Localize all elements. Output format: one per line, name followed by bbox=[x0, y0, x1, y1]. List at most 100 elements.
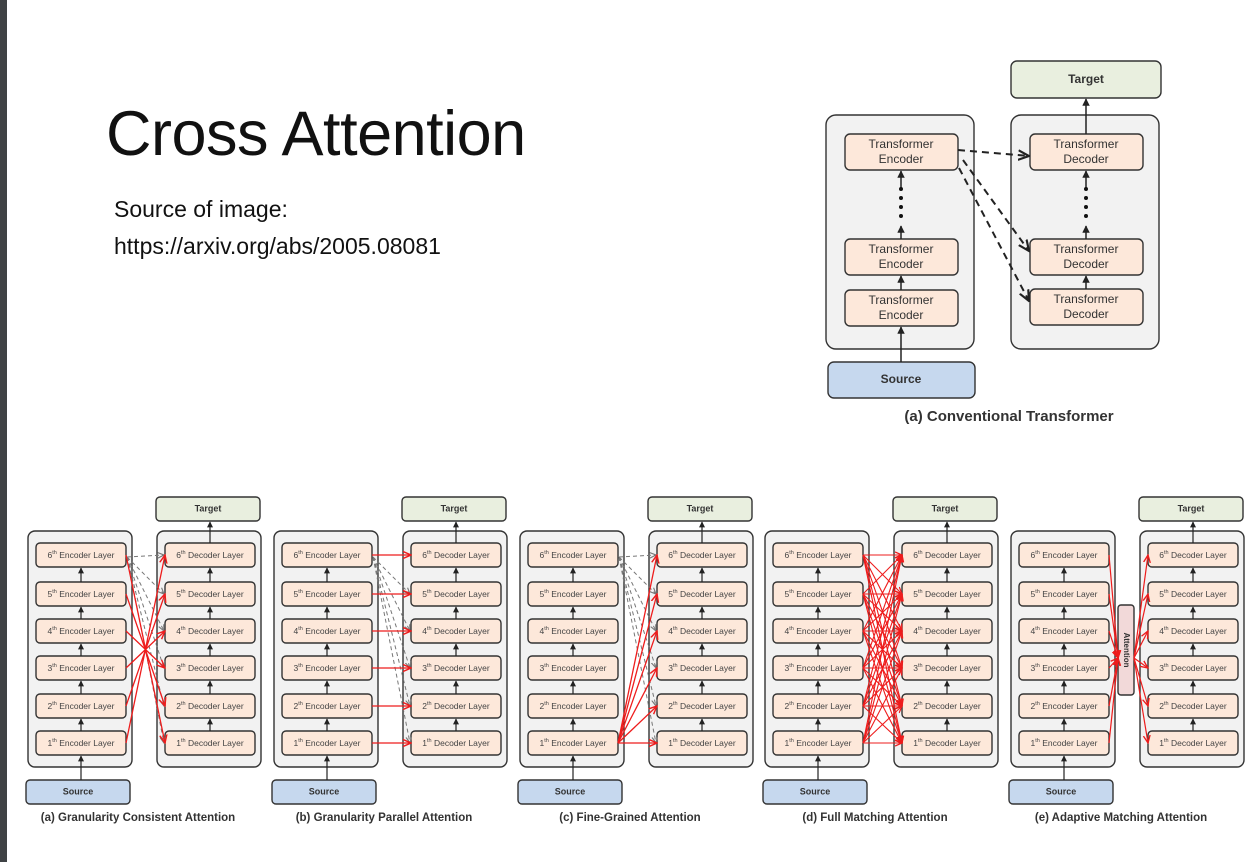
layer-ordinal-suffix: th bbox=[1164, 738, 1169, 744]
layer-number: 5 bbox=[48, 589, 53, 599]
layer-ordinal-suffix: th bbox=[789, 626, 794, 632]
encoder-layer-label: 4th Encoder Layer bbox=[1031, 626, 1098, 636]
layer-ordinal-suffix: th bbox=[427, 589, 432, 595]
layer-ordinal-suffix: th bbox=[298, 738, 303, 744]
cross-attention-dashed-arrow bbox=[962, 159, 1029, 251]
layer-number: 3 bbox=[785, 663, 790, 673]
encoder-layer-label: 4th Encoder Layer bbox=[785, 626, 852, 636]
layer-name: Encoder Layer bbox=[794, 663, 852, 673]
decoder-block-label-line2: Decoder bbox=[1063, 307, 1108, 321]
encoder-layer-label: 5th Encoder Layer bbox=[540, 589, 607, 599]
layer-ordinal-suffix: th bbox=[918, 550, 923, 556]
layer-number: 1 bbox=[1031, 738, 1036, 748]
encoder-layer-label: 3th Encoder Layer bbox=[1031, 663, 1098, 673]
layer-number: 4 bbox=[176, 626, 181, 636]
layer-name: Encoder Layer bbox=[303, 701, 361, 711]
decoder-block-label-line1: Transformer bbox=[1054, 292, 1119, 306]
layer-ordinal-suffix: th bbox=[544, 663, 549, 669]
decoder-layer-label: 3th Decoder Layer bbox=[668, 663, 736, 673]
layer-name: Decoder Layer bbox=[1169, 701, 1227, 711]
layer-ordinal-suffix: th bbox=[298, 626, 303, 632]
layer-ordinal-suffix: th bbox=[1164, 701, 1169, 707]
encoder-layer-label: 1th Encoder Layer bbox=[785, 738, 852, 748]
source-label: Source bbox=[555, 786, 586, 796]
layer-ordinal-suffix: th bbox=[673, 663, 678, 669]
layer-number: 3 bbox=[668, 663, 673, 673]
layer-name: Encoder Layer bbox=[1040, 701, 1098, 711]
layer-name: Encoder Layer bbox=[1040, 550, 1098, 560]
layer-name: Decoder Layer bbox=[432, 701, 490, 711]
layer-name: Encoder Layer bbox=[794, 738, 852, 748]
target-box bbox=[401, 496, 507, 522]
layer-ordinal-suffix: th bbox=[789, 701, 794, 707]
red-attention-to-decoder-arrow bbox=[1133, 594, 1148, 659]
red-attention-arrow bbox=[617, 555, 657, 744]
layer-number: 1 bbox=[294, 738, 299, 748]
layer-number: 3 bbox=[1159, 663, 1164, 673]
layer-number: 4 bbox=[785, 626, 790, 636]
encoder-layer-label: 5th Encoder Layer bbox=[785, 589, 852, 599]
layer-name: Encoder Layer bbox=[549, 738, 607, 748]
source-label: Source bbox=[309, 786, 340, 796]
layer-name: Encoder Layer bbox=[549, 626, 607, 636]
decoder-layer-label: 3th Decoder Layer bbox=[913, 663, 981, 673]
layer-name: Encoder Layer bbox=[1040, 626, 1098, 636]
layer-number: 2 bbox=[540, 701, 545, 711]
layer-number: 3 bbox=[48, 663, 53, 673]
red-attention-arrow bbox=[617, 631, 657, 744]
dashed-conventional-arrow bbox=[126, 556, 164, 706]
layer-number: 5 bbox=[1159, 589, 1164, 599]
source-url: https://arxiv.org/abs/2005.08081 bbox=[114, 233, 441, 259]
encoder-layer-label: 6th Encoder Layer bbox=[1031, 550, 1098, 560]
red-encoder-to-attention-arrow bbox=[1108, 630, 1118, 658]
left-edge-bar bbox=[0, 0, 7, 862]
layer-number: 4 bbox=[1159, 626, 1164, 636]
layer-name: Decoder Layer bbox=[186, 626, 244, 636]
encoder-layer-label: 2th Encoder Layer bbox=[1031, 701, 1098, 711]
encoder-layer-label: 3th Encoder Layer bbox=[48, 663, 115, 673]
layer-number: 3 bbox=[176, 663, 181, 673]
encoder-block-label-line2: Encoder bbox=[879, 308, 924, 322]
layer-number: 6 bbox=[540, 550, 545, 560]
decoder-layer-label: 6th Decoder Layer bbox=[913, 550, 981, 560]
source-label: Source bbox=[1046, 786, 1077, 796]
layer-number: 2 bbox=[668, 701, 673, 711]
panel-caption: (e) Adaptive Matching Attention bbox=[1035, 812, 1207, 824]
layer-number: 6 bbox=[176, 550, 181, 560]
layer-name: Encoder Layer bbox=[303, 738, 361, 748]
encoder-block-label-line2: Encoder bbox=[879, 257, 924, 271]
transformer-encoder-block bbox=[844, 133, 959, 171]
encoder-layer-label: 2th Encoder Layer bbox=[294, 701, 361, 711]
decoder-layer-label: 3th Decoder Layer bbox=[422, 663, 490, 673]
ellipsis-dot bbox=[1084, 214, 1088, 218]
layer-name: Encoder Layer bbox=[1040, 663, 1098, 673]
dashed-conventional-arrow bbox=[372, 556, 410, 743]
layer-ordinal-suffix: th bbox=[544, 550, 549, 556]
layer-name: Decoder Layer bbox=[432, 626, 490, 636]
layer-number: 2 bbox=[913, 701, 918, 711]
layer-name: Decoder Layer bbox=[923, 701, 981, 711]
layer-number: 6 bbox=[668, 550, 673, 560]
layer-ordinal-suffix: th bbox=[918, 589, 923, 595]
decoder-block-label-line2: Decoder bbox=[1063, 152, 1108, 166]
target-box bbox=[647, 496, 753, 522]
layer-number: 4 bbox=[1031, 626, 1036, 636]
red-attention-arrow bbox=[862, 706, 902, 744]
dashed-conventional-arrow bbox=[372, 556, 410, 668]
layer-number: 5 bbox=[294, 589, 299, 599]
target-label: Target bbox=[441, 503, 468, 513]
dashed-conventional-arrow bbox=[372, 556, 410, 706]
red-attention-to-decoder-arrow bbox=[1133, 657, 1148, 706]
ellipsis-dot bbox=[1084, 205, 1088, 209]
decoder-layer-label: 1th Decoder Layer bbox=[1159, 738, 1227, 748]
source-box bbox=[25, 779, 131, 805]
dashed-conventional-arrow bbox=[618, 555, 656, 557]
source-box bbox=[517, 779, 623, 805]
layer-name: Decoder Layer bbox=[186, 663, 244, 673]
layer-number: 3 bbox=[1031, 663, 1036, 673]
layer-name: Decoder Layer bbox=[923, 663, 981, 673]
layer-name: Encoder Layer bbox=[549, 701, 607, 711]
